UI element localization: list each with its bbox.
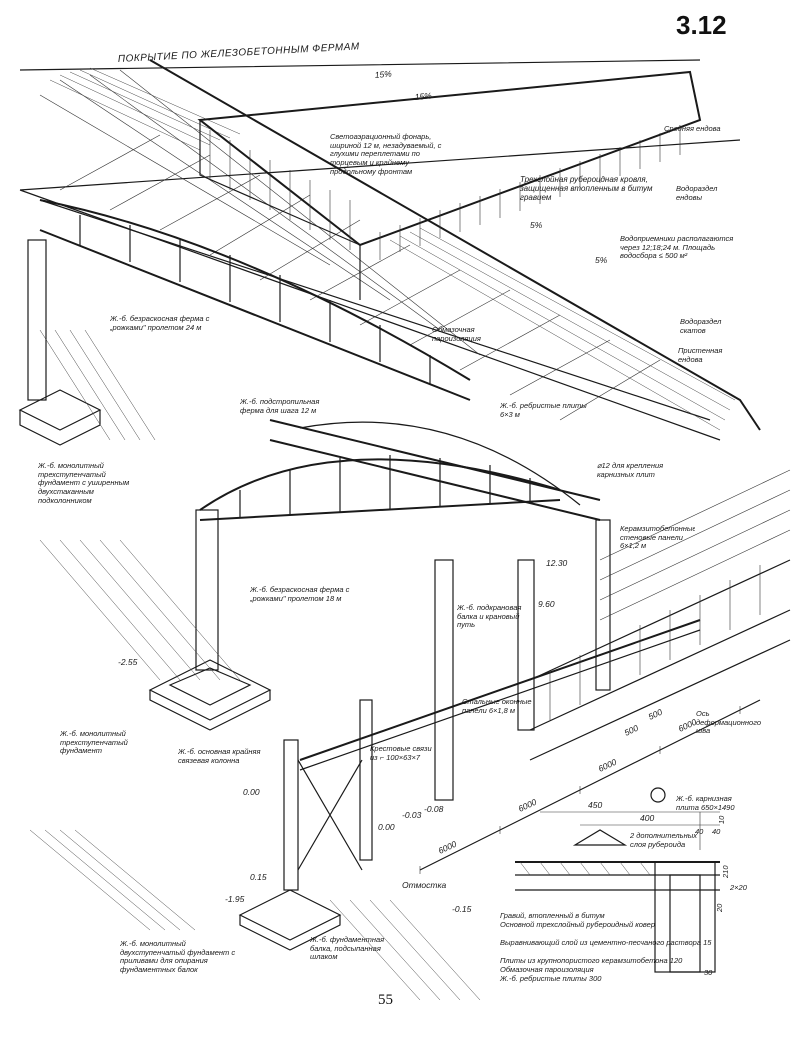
dimension: 10 [717, 815, 726, 824]
label-foundation-beam: Ж.-б. фундаментная балка, подсыпанная шл… [310, 936, 384, 961]
elevation: -1.95 [225, 894, 245, 904]
roof-deck [19, 59, 761, 441]
layer-label: Выравнивающий слой из цементно-песчаного… [500, 938, 712, 947]
label-cross-bracing: Крестовые связи из ⌐ 100×63×7 [370, 745, 432, 762]
label-foundation-3step: Ж.-б. монолитный трехступенчатый фундаме… [60, 730, 128, 755]
label-anchor: ⌀12 для крепления карнизных плит [597, 462, 663, 479]
elevation-marks: 12.30 9.60 -2.55 0.00 0.00 -0.03 -0.08 -… [118, 558, 568, 914]
wall-panels [529, 469, 791, 761]
label-eave-slab: Ж.-б. карнизная плита 650×1490 [676, 795, 735, 812]
column-wall [595, 519, 611, 691]
column-far [517, 559, 535, 731]
label-truss-24: Ж.-б. безраскосная ферма с „рожками" про… [110, 315, 209, 332]
dimension: 500 [623, 723, 640, 738]
page-number: 55 [378, 992, 393, 1008]
elevation: 9.60 [538, 599, 555, 609]
slope-label: 15% [374, 69, 392, 80]
label-foundation-2step: Ж.-б. монолитный двухступенчатый фундаме… [120, 940, 235, 974]
sub-truss [269, 419, 601, 521]
foundation-edge [238, 889, 342, 951]
layer-label: Плиты из крупнопористого керамзитобетона… [500, 956, 683, 965]
foundation-left [18, 389, 102, 446]
elevation: 0.15 [250, 872, 267, 882]
label-middle-valley: Средняя ендова [664, 125, 721, 133]
foundation-mid [148, 659, 272, 731]
dimension: 30 [704, 968, 713, 977]
elevation: -0.15 [452, 904, 472, 914]
elevation: -0.03 [402, 810, 422, 820]
label-roofing: Трехслойная рубероидная кровля, защищенн… [520, 175, 653, 202]
annotations: 15% 15% 5% 5% Светоаэрационный фонарь, ш… [38, 69, 761, 983]
dimension: 6000 [597, 757, 619, 774]
label-sub-truss: Ж.-б. подстропильная ферма для шага 12 м [240, 398, 319, 415]
dimension: 40 [712, 827, 721, 836]
column-edge [283, 739, 299, 891]
column-right [434, 559, 454, 801]
label-vapor-barrier: Обмазочная пароизоляция [432, 326, 481, 343]
dimension: 500 [647, 707, 664, 722]
slope-label: 5% [595, 255, 608, 265]
label-slope-watershed: Водораздел скатов [680, 318, 721, 335]
truss-18m [199, 455, 561, 521]
label-extra-layers: 2 дополнительных слоя рубероида [630, 832, 697, 849]
label-valley-watershed: Водораздел ендовы [676, 185, 717, 202]
dimension: 20 [715, 903, 724, 913]
elevation: -2.55 [118, 657, 138, 667]
elevation: 0.00 [378, 822, 395, 832]
dimension: 400 [640, 813, 654, 823]
label-expansion-joint: Ось деформационного шва [696, 710, 761, 735]
column-edge-2 [359, 699, 373, 861]
layer-label: Обмазочная пароизоляция [500, 965, 594, 974]
elevation: -0.08 [424, 804, 444, 814]
column-mid [195, 509, 219, 671]
dimension: 6000 [517, 797, 539, 814]
dimension: 40 [695, 827, 704, 836]
elevation: 12.30 [546, 558, 568, 568]
layer-label: Гравий, втопленный в битум [500, 911, 605, 920]
dimension-lines [419, 699, 761, 874]
skylight [197, 70, 702, 300]
dimension: 2×20 [729, 883, 748, 892]
elevation: 0.00 [243, 787, 260, 797]
layer-label: Основной трехслойный рубероидный ковер [500, 920, 655, 929]
dimension: 6000 [437, 839, 459, 856]
slope-label: 15% [414, 91, 432, 102]
slope-label: 5% [530, 220, 543, 230]
layer-label: Ж.-б. ребристые плиты 300 [499, 974, 602, 983]
label-wall-valley: Пристенная ендова [678, 347, 722, 364]
label-drains: Водоприемники располагаются через 12;18;… [620, 235, 733, 260]
label-blind-area: Отмостка [402, 880, 446, 890]
dimension: 6000 [677, 717, 699, 734]
label-skylight: Светоаэрационный фонарь, шириной 12 м, н… [330, 133, 441, 175]
ground-hatch [29, 329, 481, 1001]
label-steel-panels: Стальные оконные панели 6×1,8 м [462, 698, 532, 715]
label-ribbed-slabs: Ж.-б. ребристые плиты 6×3 м [500, 402, 587, 419]
crane-beam [299, 619, 701, 771]
label-edge-column: Ж.-б. основная крайняя связевая колонна [178, 748, 261, 765]
dimension: 210 [721, 865, 730, 879]
truss-24m [39, 199, 471, 401]
cross-bracing [297, 759, 363, 871]
label-ceramsite: Керамзитобетонные стеновые панели 6×1,2 … [620, 525, 695, 550]
label-crane-beam: Ж.-б. подкрановая балка и крановый путь [457, 604, 521, 629]
eave-detail [515, 787, 720, 973]
sheet-number: 3.12 [676, 10, 727, 40]
anchor-marker [650, 787, 666, 803]
dimension: 450 [588, 800, 602, 810]
label-foundation-glass: Ж.-б. монолитный трехступенчатый фундаме… [38, 462, 129, 504]
column-left [27, 239, 47, 401]
label-truss-18: Ж.-б. безраскосная ферма с „рожками" про… [250, 586, 349, 603]
